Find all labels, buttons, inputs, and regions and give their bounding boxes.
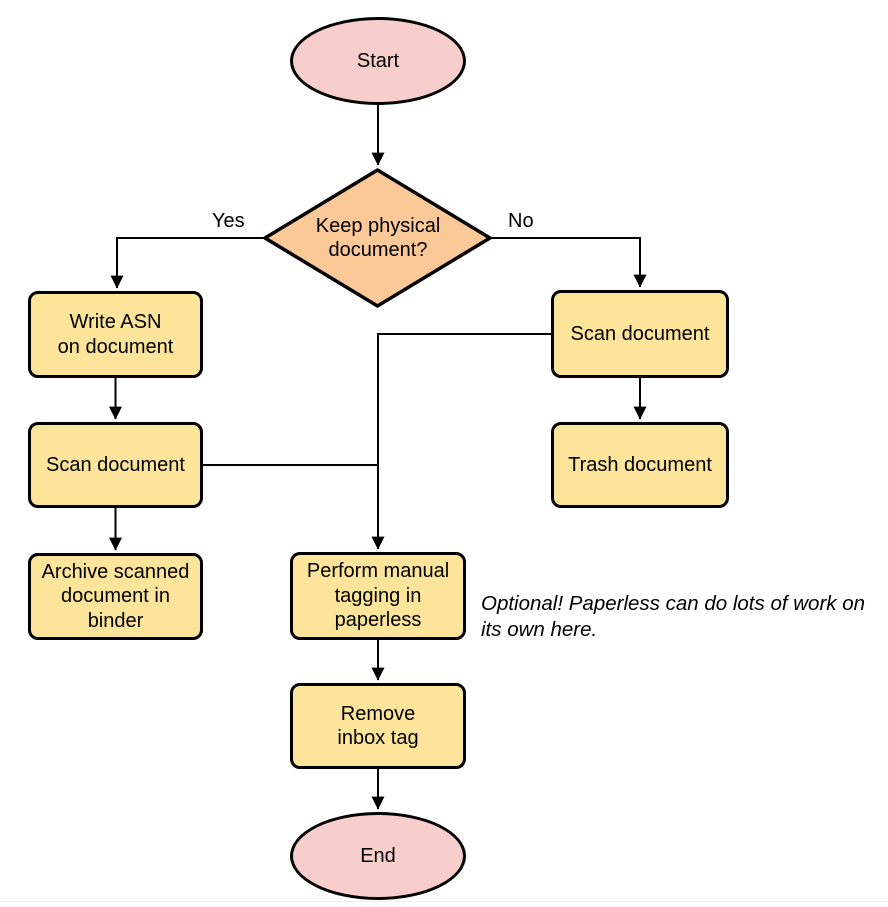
process-remove-inbox-tag: Remove inbox tag [290, 683, 466, 769]
edge-scan-right-to-tagging [371, 333, 551, 550]
process-scan-document-right: Scan document [551, 290, 729, 378]
process-scan-document-left: Scan document [28, 422, 203, 508]
process-archive-document: Archive scanned document in binder [28, 553, 203, 640]
edge-decision-no-to-scan-right [490, 237, 647, 288]
bottom-divider-line [0, 901, 888, 902]
process-manual-tagging: Perform manual tagging in paperless [290, 552, 466, 640]
start-node: Start [290, 17, 466, 105]
edge-label-no: No [508, 210, 534, 232]
edge-label-yes: Yes [212, 210, 245, 232]
process-write-asn: Write ASN on document [28, 291, 203, 378]
optional-note: Optional! Paperless can do lots of work … [481, 592, 866, 642]
decision-node-label: Keep physical document? [315, 214, 441, 261]
edge-decision-yes-to-write-asn [110, 237, 265, 289]
end-node: End [290, 812, 466, 900]
process-trash-document: Trash document [551, 422, 729, 508]
decision-diamond-shape [263, 168, 492, 308]
